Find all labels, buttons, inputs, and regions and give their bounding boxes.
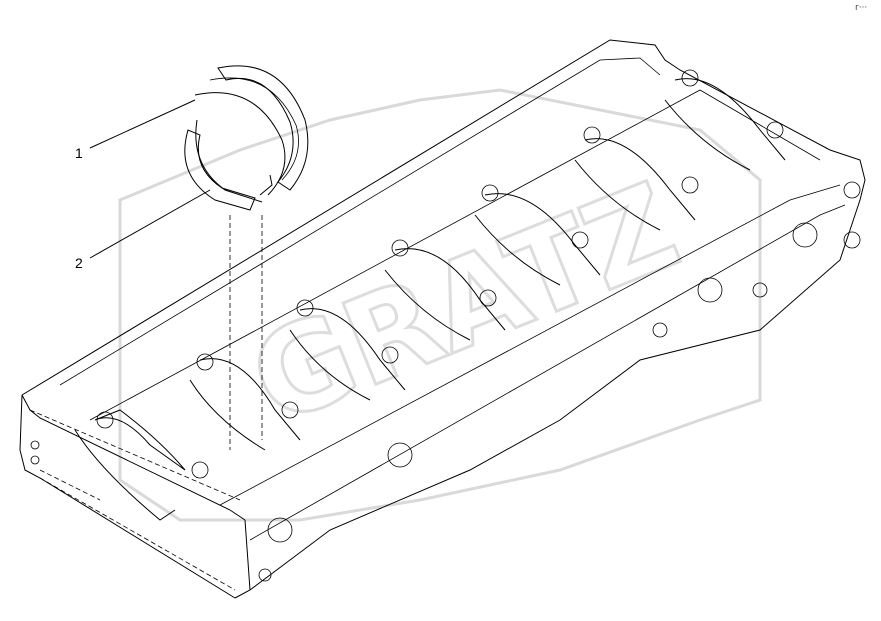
saddle-2: [189, 353, 301, 451]
crankcase-block: [19, 39, 866, 599]
callout-2: 2: [75, 255, 83, 271]
thrust-washer-upper: [194, 65, 309, 196]
leader-1: [89, 99, 196, 149]
saddle-1: [74, 409, 209, 521]
watermark: GRATZ: [118, 88, 762, 522]
saddle-5: [474, 184, 601, 286]
end-face: [30, 181, 861, 582]
saddle-3: [289, 299, 406, 401]
saddle-4: [384, 239, 506, 341]
callout-1: 1: [75, 145, 83, 161]
corner-mark: r···: [855, 3, 867, 13]
leader-2: [89, 189, 211, 259]
saddle-7: [664, 69, 786, 171]
bearing-saddles: [74, 69, 786, 521]
thrust-washer-lower: [184, 119, 273, 211]
saddle-6: [574, 126, 699, 231]
